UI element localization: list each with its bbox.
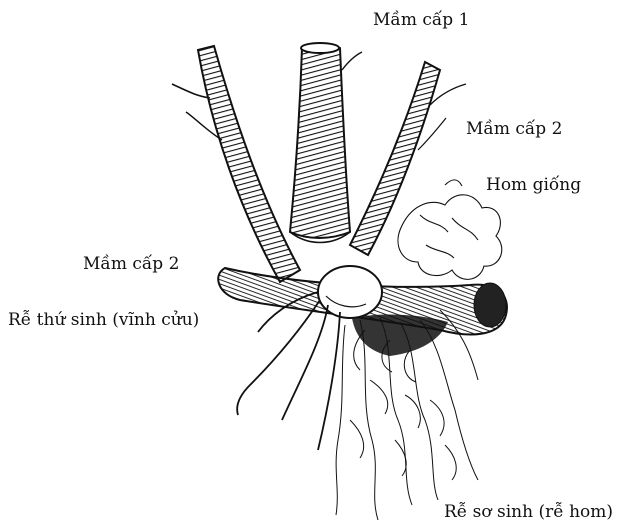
secondary-roots <box>237 292 340 450</box>
secondary-shoot-left <box>172 46 300 282</box>
label-primary-shoot: Mầm cấp 1 <box>373 12 469 29</box>
label-cutting: Hom giống <box>486 177 581 194</box>
label-secondary-shoot-left: Mầm cấp 2 <box>83 256 179 273</box>
secondary-shoot-right <box>350 62 466 255</box>
label-primary-roots: Rễ sơ sinh (rễ hom) <box>444 504 613 521</box>
label-secondary-roots: Rễ thứ sinh (vĩnh cửu) <box>8 312 199 329</box>
primary-shoot <box>290 43 362 243</box>
label-secondary-shoot-right: Mầm cấp 2 <box>466 121 562 138</box>
root-shading <box>352 315 448 356</box>
